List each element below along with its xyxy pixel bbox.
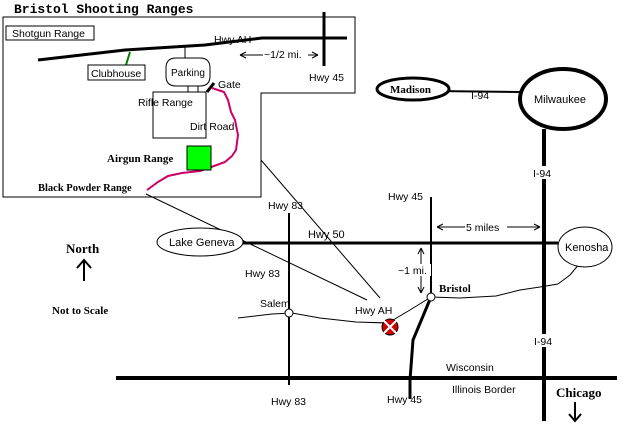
half-mile-label: ~1/2 mi. [264,49,302,61]
dirt-road-path [146,87,240,191]
five-miles-arrow-right-icon [533,223,541,231]
one-mile-arrow-top-icon [417,247,425,255]
hwy-83-mid-label: Hwy 83 [245,268,280,280]
madison-label: Madison [390,84,431,96]
dirt-road-label: Dirt Road [190,121,235,133]
one-mile-arrow-bottom-icon [417,286,425,294]
madison-ellipse [375,76,451,102]
five-miles-label-bg [465,220,507,232]
five-miles-arrow-left-icon [436,223,444,231]
salem-dot-icon [284,308,294,318]
clubhouse-path [125,51,131,66]
chicago-arrow-icon [568,402,582,423]
inset-hwy-ah-road [37,36,347,62]
gate-label: Gate [218,79,241,91]
i94-north-label: I-94 [533,168,551,180]
kenosha-ellipse [557,226,613,268]
black-powder-label: Black Powder Range [38,183,132,194]
milwaukee-ellipse [518,67,608,131]
inset-pointer-right [260,159,381,299]
shotgun-range-label: Shotgun Range [12,28,85,40]
range-location-marker-icon [381,318,399,336]
hwy-50-label: Hwy 50 [308,229,345,241]
one-mile-label-bg [397,264,431,276]
five-miles-label: 5 miles [466,222,499,234]
lake-geneva-label: Lake Geneva [169,237,235,249]
one-mile-label: ~1 mi. [398,265,427,277]
gate-icon [205,82,216,93]
hwy-ah-label: Hwy AH [355,305,392,317]
hwy-83-bottom-label: Hwy 83 [271,396,306,408]
half-mile-label-bg [263,48,308,60]
salem-label: Salem [260,298,290,310]
kenosha-label: Kenosha [565,242,609,254]
wisconsin-label: Wisconsin [446,362,494,374]
parking-lot [165,57,211,87]
i94-south-label: I-94 [534,336,552,348]
kenosha-connector [557,262,581,285]
lake-geneva-ellipse [156,227,244,257]
parking-label: Parking [171,68,205,79]
i94-north-label-bg [531,166,557,179]
airgun-range-box [186,145,212,171]
inset-hwy-45-label: Hwy 45 [309,72,344,84]
clubhouse-label: Clubhouse [91,68,141,80]
not-to-scale-label: Not to Scale [52,305,108,317]
inset-pointer-left [145,193,368,301]
map-title: Bristol Shooting Ranges [14,2,194,17]
hwy-83-top-label: Hwy 83 [268,200,303,212]
north-arrow-icon [76,258,92,281]
bristol-dot-icon [426,292,436,302]
rifle-range-box [152,91,207,139]
hwy-45-top-label: Hwy 45 [388,191,423,203]
half-mile-arrow-left-icon [239,51,247,59]
illinois-border-label: Illinois Border [452,384,516,396]
north-label: North [66,241,100,256]
hwy-45-bottom-label: Hwy 45 [387,394,422,406]
rifle-range-label: Rifle Range [138,97,193,109]
clubhouse-box [87,64,146,81]
milwaukee-label: Milwaukee [534,94,586,106]
airgun-range-label: Airgun Range [107,153,173,165]
inset-border [2,16,356,198]
parking-notch [187,85,199,93]
shotgun-range-box [5,25,95,41]
i94-south-label-bg [531,334,557,347]
bristol-label: Bristol [439,283,471,295]
inset-hwy-ah-label: Hwy AH [214,34,251,46]
chicago-label: Chicago [556,385,602,400]
i94-madison-label: I-94 [471,90,489,102]
half-mile-arrow-right-icon [311,51,319,59]
hwy-45-south-road [408,296,433,399]
